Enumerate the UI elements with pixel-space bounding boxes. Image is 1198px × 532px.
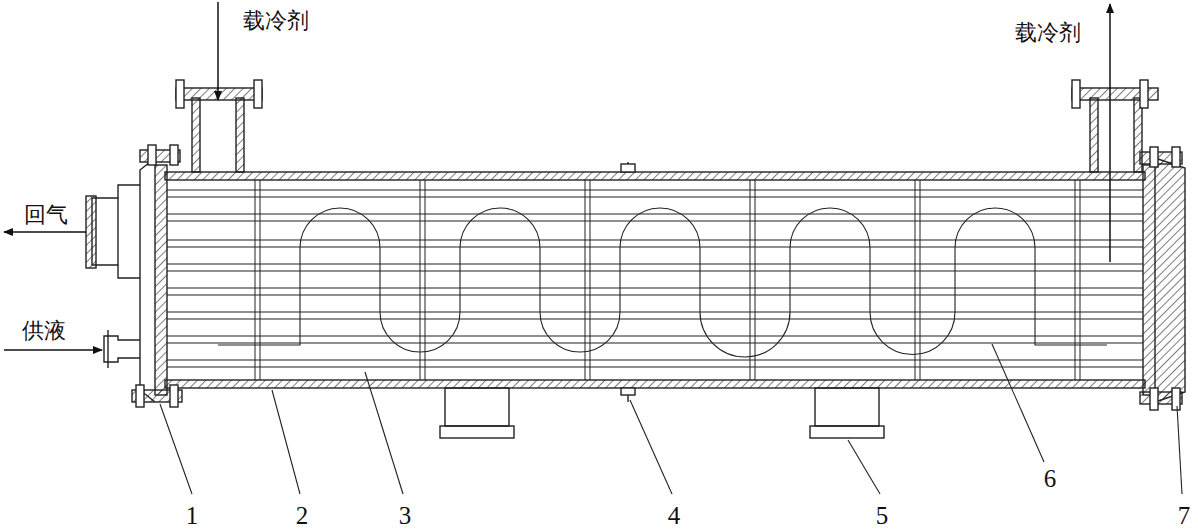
callout-number: 4	[668, 503, 681, 528]
callout-number: 3	[399, 503, 412, 528]
flow-label: 载冷剂	[243, 10, 309, 32]
callout-number: 7	[1178, 503, 1191, 528]
callout-number: 6	[1044, 466, 1057, 491]
callout-number: 5	[876, 503, 889, 528]
flow-label: 回气	[24, 204, 68, 226]
callout-number: 1	[186, 503, 199, 528]
flow-label: 载冷剂	[1015, 22, 1081, 44]
flow-label: 供液	[22, 320, 66, 342]
callout-number: 2	[296, 503, 309, 528]
